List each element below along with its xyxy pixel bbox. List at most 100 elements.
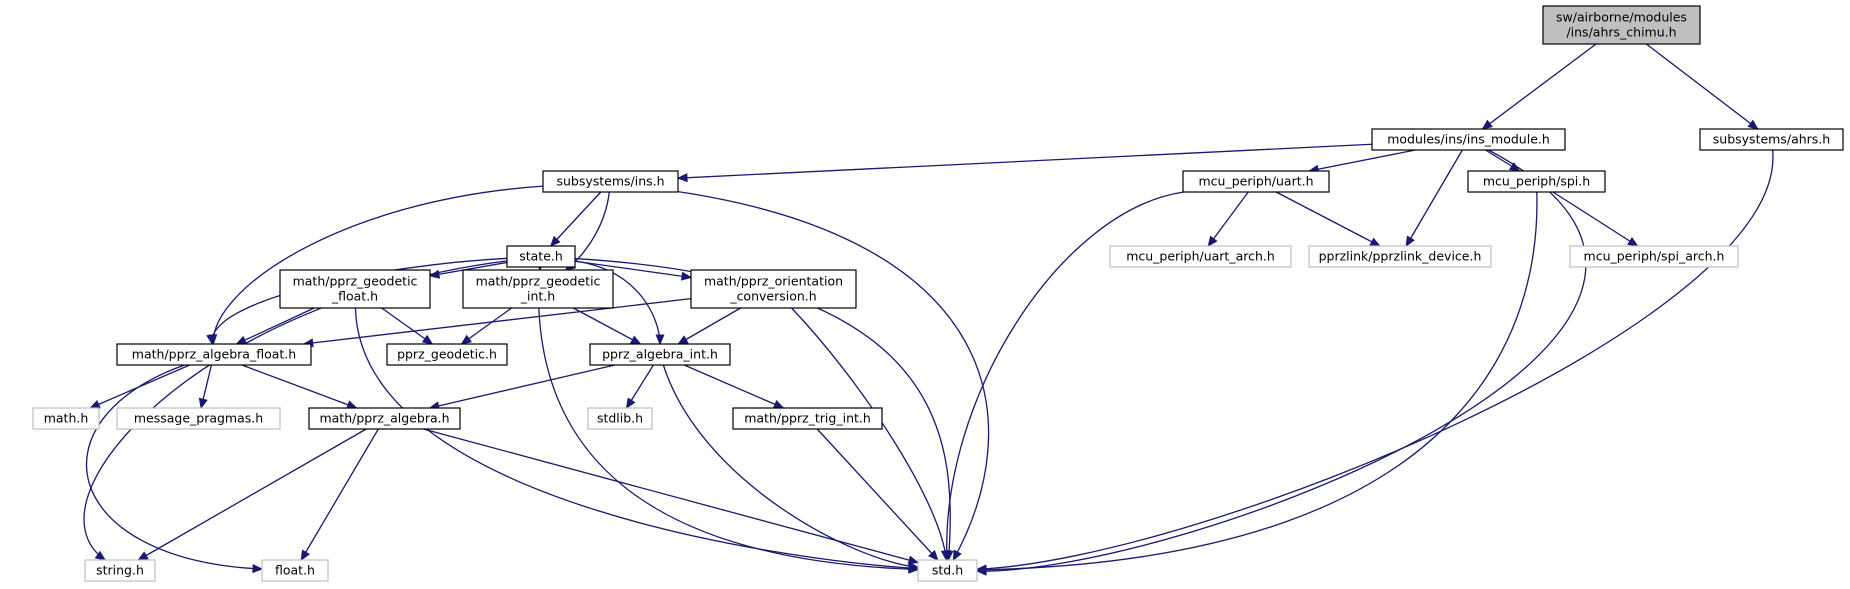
node-ins[interactable]: subsystems/ins.h [542,170,679,193]
node-box [589,343,731,366]
edge-algebra_float-to-message_pragmas [198,364,213,410]
node-box [116,407,281,430]
node-box [506,245,576,268]
node-label: mcu_periph/spi.h [1483,174,1590,189]
arrow-head-icon [1481,119,1493,130]
node-spi[interactable]: mcu_periph/spi.h [1467,170,1606,193]
arrow-head-icon [680,271,693,281]
node-spi-arch: mcu_periph/spi_arch.h [1569,245,1739,268]
node-label: sw/airborne/modules [1556,10,1687,25]
arrow-head-icon [460,334,472,345]
arrow-head-icon [677,335,689,345]
edge-root-to-ahrs [1645,43,1759,130]
node-box [1371,128,1566,151]
node-box [690,269,857,309]
node-label: math/pprz_orientation [704,274,843,289]
edge-algebra-to-std_h [423,428,920,565]
edge-ins_module-to-uart [1307,149,1416,174]
node-geodetic-int[interactable]: math/pprz_geodetic_int.h [462,269,614,309]
node-root[interactable]: sw/airborne/modules/ins/ahrs_chimu.h [1542,5,1701,45]
edge-orientation-to-std_h [791,307,950,562]
arrow-head-icon [907,555,920,565]
node-orientation[interactable]: math/pprz_orientation_conversion.h [690,269,857,309]
edge-geodetic_int-to-pprz_geodetic [460,307,512,345]
node-label: /ins/ahrs_chimu.h [1566,25,1676,40]
node-label: float.h [275,563,315,578]
arrow-head-icon [655,334,665,346]
edge-geodetic_int-to-algebra_int [573,307,642,345]
node-label: mcu_periph/uart.h [1198,174,1313,189]
node-algebra-int[interactable]: pprz_algebra_int.h [589,343,731,366]
arrow-head-icon [89,400,101,409]
node-label: math/pprz_algebra_float.h [132,347,296,362]
arrow-head-icon [952,549,962,562]
arrow-head-icon [252,564,264,574]
node-uart-arch: mcu_periph/uart_arch.h [1109,245,1292,268]
arrow-head-icon [346,400,358,409]
arrow-head-icon [928,549,939,561]
node-label: mcu_periph/uart_arch.h [1126,249,1275,264]
node-box [261,559,329,582]
node-trig-int[interactable]: math/pprz_trig_int.h [732,407,883,430]
edge-geodetic_float-to-pprz_geodetic [381,307,434,345]
node-geodetic-float[interactable]: math/pprz_geodetic_float.h [279,269,431,309]
edge-ins_module-to-spi [1485,149,1521,172]
edge-ins_module-to-ins [676,143,1373,183]
edge-uart-to-uart_arch [1207,191,1249,248]
edge-geodetic_float-to-algebra_float [235,307,315,345]
node-label: pprzlink/pprzlink_device.h [1319,249,1482,264]
arrow-head-icon [137,551,149,561]
node-label: subsystems/ins.h [556,174,664,189]
node-box [1569,245,1739,268]
edge-ins_module-to-std_h [975,149,1587,576]
arrow-head-icon [1405,235,1415,248]
edge-trig_int-to-std_h [816,428,939,561]
edge-algebra_float-to-float_h [85,364,264,574]
edge-spi-to-std_h [975,191,1538,575]
node-ins-module[interactable]: modules/ins/ins_module.h [1371,128,1566,151]
node-std-h: std.h [917,559,978,582]
node-pprz-geodetic[interactable]: pprz_geodetic.h [386,343,508,366]
node-label: _conversion.h [729,289,816,304]
node-box [1308,245,1492,268]
node-box [308,407,461,430]
node-box [279,269,431,309]
node-label: math/pprz_geodetic [476,274,601,289]
edge-algebra-to-string_h [137,428,367,561]
node-label: math/pprz_geodetic [293,274,418,289]
node-box [587,407,653,430]
node-algebra[interactable]: math/pprz_algebra.h [308,407,461,430]
edge-algebra_int-to-trig_int [683,364,785,409]
arrow-head-icon [975,565,987,575]
node-box [1467,170,1606,193]
node-stdlib: stdlib.h [587,407,653,430]
edge-ins-to-std_h [677,190,990,562]
node-label: _float.h [331,289,378,304]
arrow-head-icon [908,561,920,571]
node-box [1699,128,1844,151]
node-box [542,170,679,193]
edge-algebra_int-to-stdlib [625,364,654,410]
node-box [917,559,978,582]
node-algebra-float[interactable]: math/pprz_algebra_float.h [116,343,312,366]
edge-root-to-ins_module [1481,43,1597,130]
node-label: message_pragmas.h [134,411,263,426]
node-label: math.h [44,411,89,426]
edge-algebra_int-to-std_h [662,364,920,571]
node-box [1182,170,1330,193]
arrow-head-icon [206,333,216,346]
node-uart[interactable]: mcu_periph/uart.h [1182,170,1330,193]
arrow-head-icon [676,173,688,183]
node-ahrs[interactable]: subsystems/ahrs.h [1699,128,1844,151]
edge-algebra_int-to-algebra [428,364,615,411]
node-label: pprz_geodetic.h [397,347,497,362]
node-state[interactable]: state.h [506,245,576,268]
node-label: math/pprz_trig_int.h [744,411,871,426]
node-box [1542,5,1701,45]
edge-spi-to-spi_arch [1552,191,1639,247]
edge-orientation-to-algebra_int [677,307,741,345]
edge-state-to-algebra_int [574,260,665,346]
node-math-h: math.h [32,407,100,430]
edges-layer [83,43,1774,576]
node-box [732,407,883,430]
